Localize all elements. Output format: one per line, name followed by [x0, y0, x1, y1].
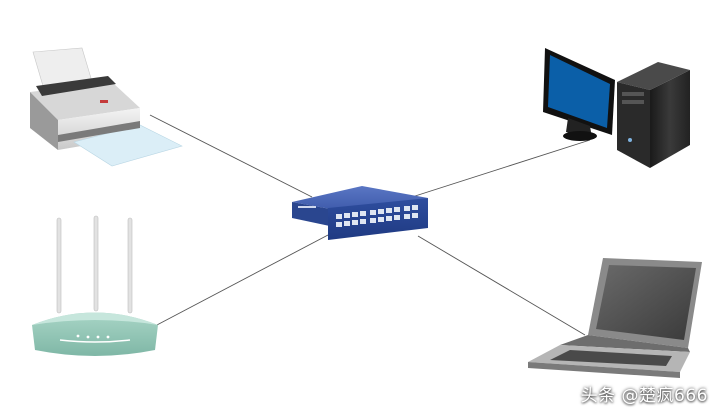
edge-switch-router — [154, 234, 329, 327]
desktop-computer-icon — [543, 48, 690, 168]
edge-switch-desktop — [411, 139, 591, 198]
watermark-text: 头条 @楚疯666 — [580, 386, 708, 406]
edge-switch-laptop — [417, 235, 586, 336]
network-switch-icon — [292, 186, 428, 240]
connections — [149, 114, 591, 336]
edge-switch-printer — [149, 114, 313, 198]
printer-icon — [30, 47, 183, 167]
wireless-router-icon — [32, 215, 158, 356]
laptop-icon — [528, 258, 702, 378]
